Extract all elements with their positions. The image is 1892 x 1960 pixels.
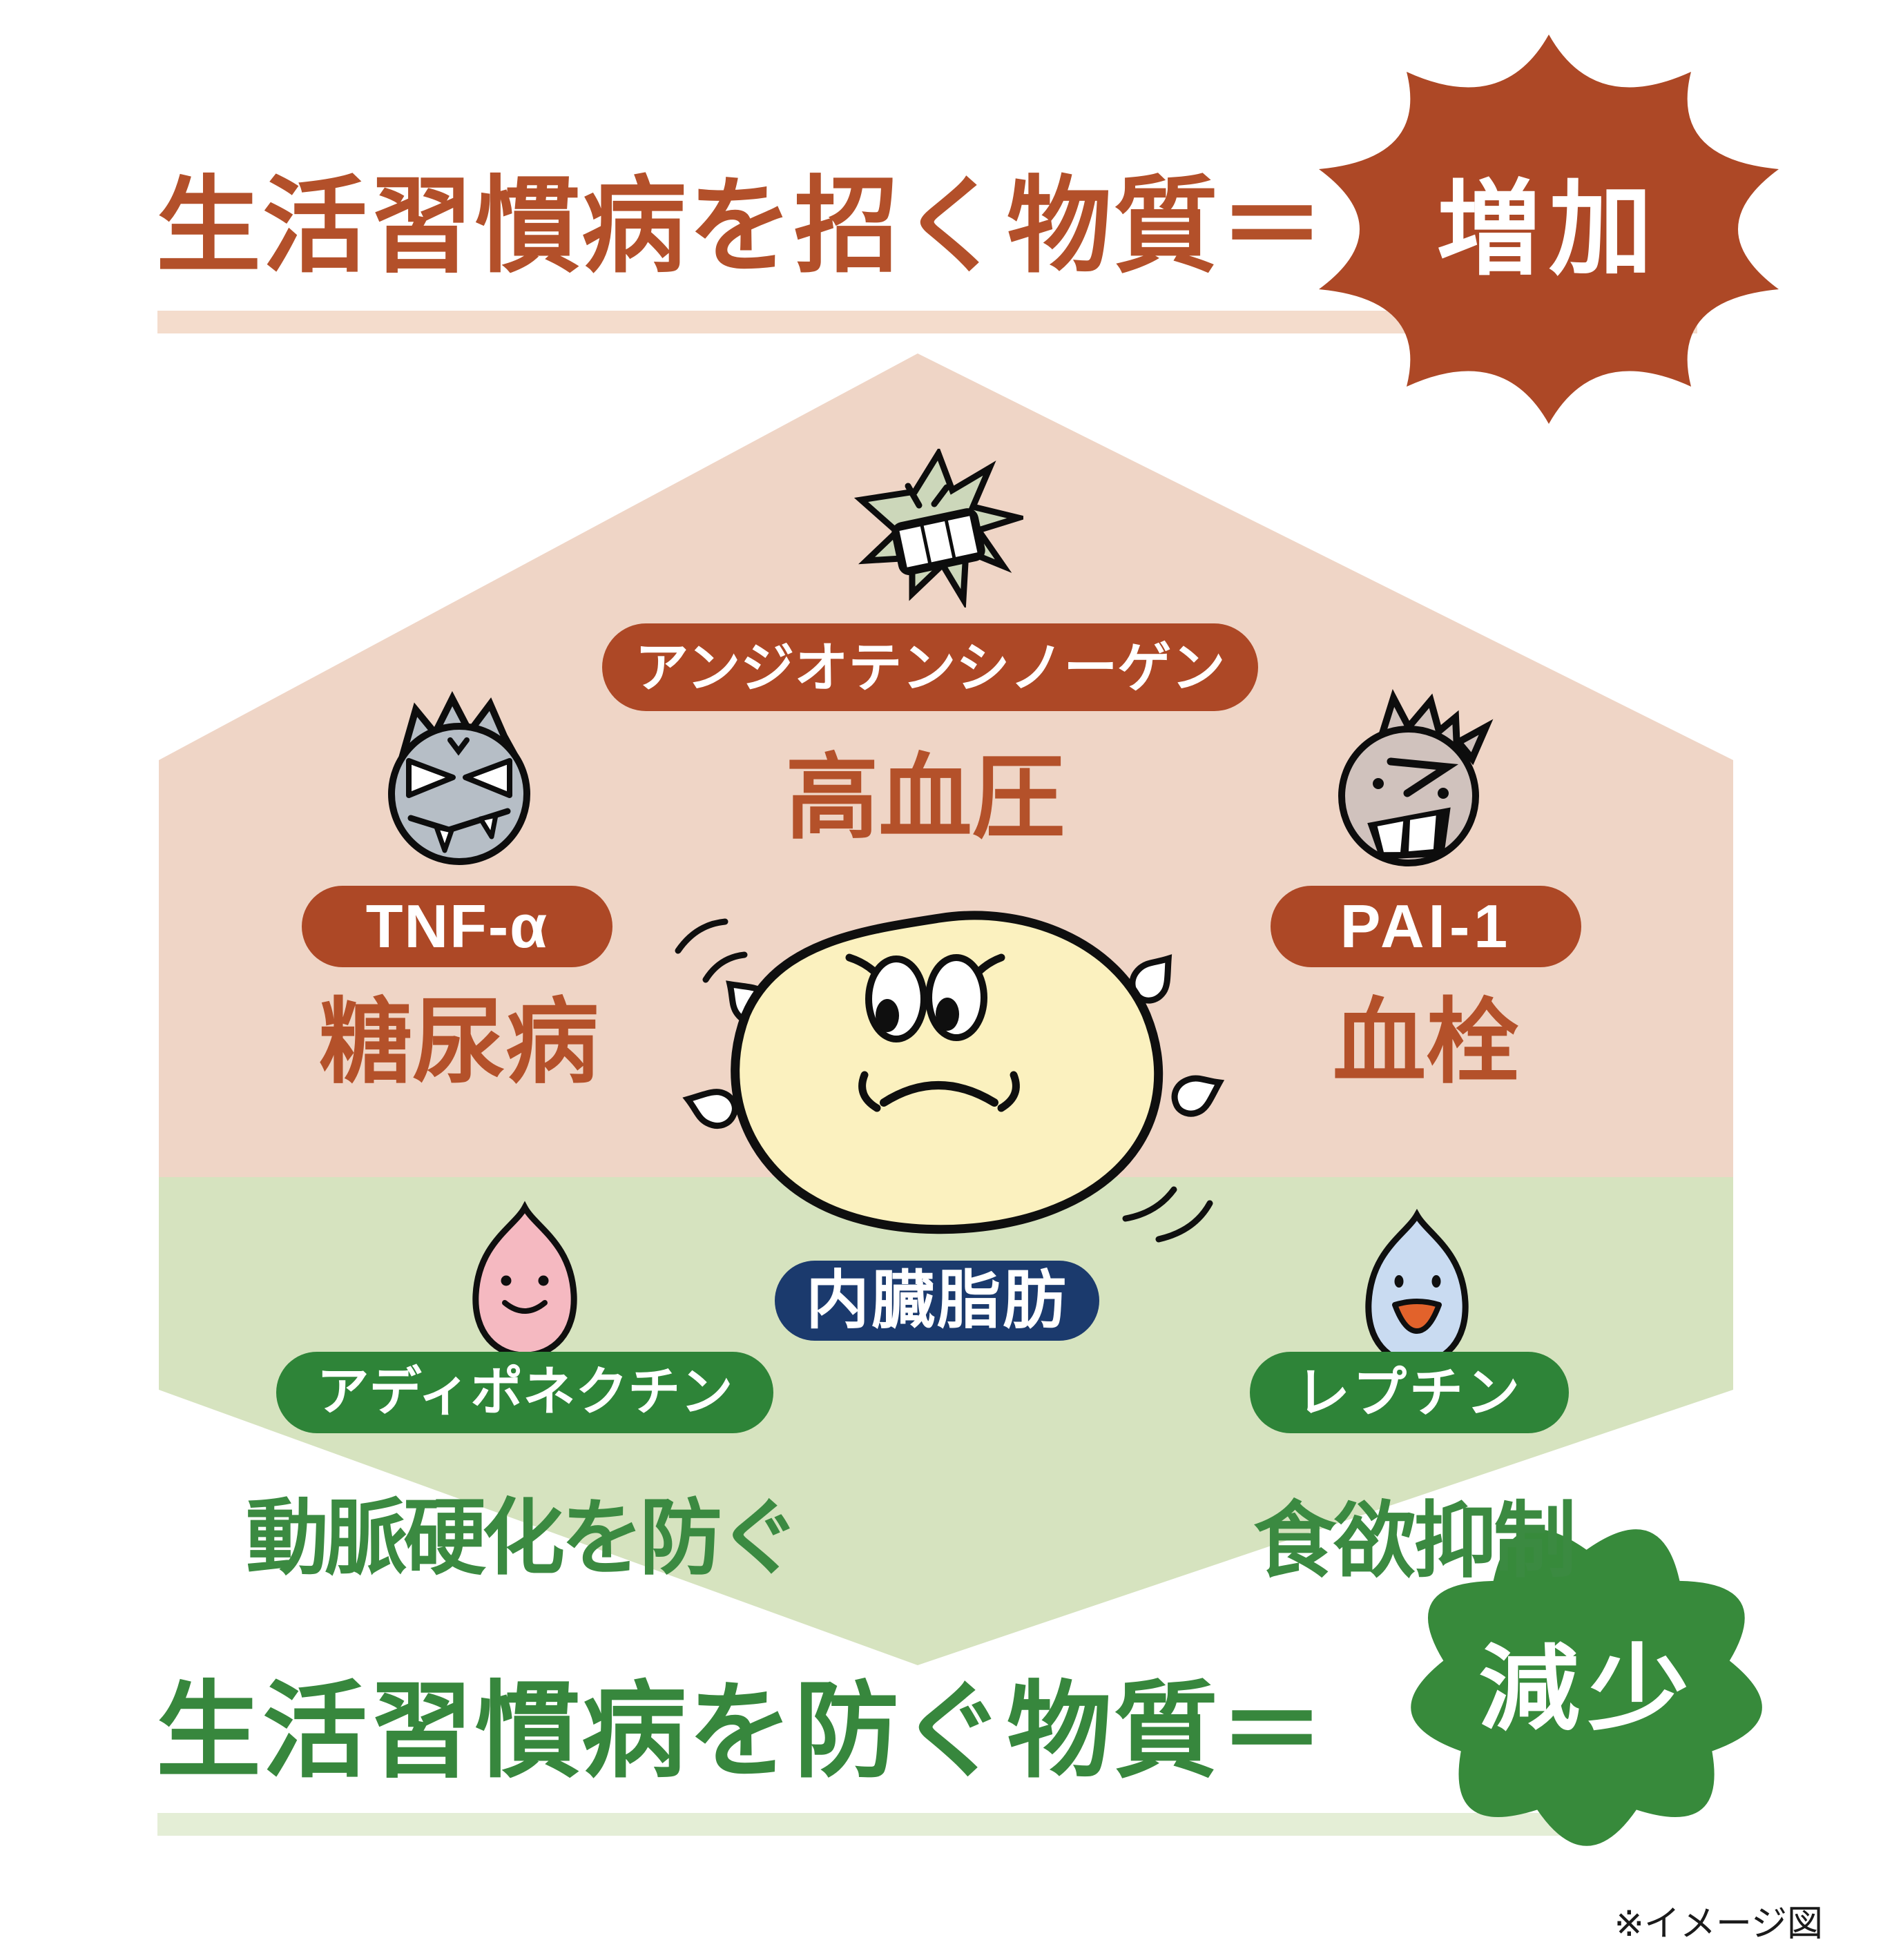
decrease-blob-badge: 減少	[1364, 1497, 1813, 1883]
burst-star-icon: 増加	[1319, 35, 1779, 424]
pill-pai-1: PAI-1	[1271, 886, 1581, 967]
pill-adiponectin: アディポネクチン	[276, 1352, 773, 1433]
angry-fat-cell-icon	[642, 894, 1250, 1260]
increase-label: 増加	[1437, 171, 1661, 287]
increase-burst-badge: 増加	[1302, 29, 1795, 429]
pill-tnf-alpha-label: TNF-α	[365, 892, 549, 960]
pill-leptin-label: レプチン	[1295, 1362, 1523, 1423]
disease-thrombus: 血栓	[1333, 990, 1519, 1094]
sweat-drop	[682, 1089, 738, 1129]
bottom-title: 生活習慣病を防ぐ物質＝	[156, 1673, 1326, 1790]
pink-droplet-icon	[452, 1198, 597, 1364]
image-disclaimer-note: ※イメージ図	[1614, 1904, 1823, 1944]
pill-angiotensinogen-label: アンジオテンシノーゲン	[635, 637, 1226, 698]
benefit-appetite-suppression: 食欲抑制	[1253, 1495, 1576, 1587]
benefit-prevents-arteriosclerosis: 動脈硬化を防ぐ	[246, 1492, 801, 1584]
blue-droplet-icon	[1346, 1207, 1488, 1371]
decrease-label: 減少	[1478, 1636, 1697, 1741]
horned-gray-monster-icon	[373, 690, 546, 869]
pill-tnf-alpha: TNF-α	[302, 886, 612, 967]
pill-visceral-fat: 内臓脂肪	[775, 1261, 1099, 1341]
pill-adiponectin-label: アディポネクチン	[316, 1363, 733, 1422]
pill-pai-1-label: PAI-1	[1340, 892, 1512, 960]
pill-leptin: レプチン	[1250, 1352, 1569, 1433]
spiky-virus-monster-icon	[854, 449, 1023, 608]
fanged-monster-icon	[1320, 687, 1501, 873]
top-title: 生活習慣病を招く物質＝	[156, 168, 1326, 285]
pill-angiotensinogen: アンジオテンシノーゲン	[602, 623, 1258, 711]
pill-visceral-fat-label: 内臓脂肪	[805, 1265, 1068, 1336]
bottom-underline-bar	[157, 1813, 1608, 1836]
blob-splat-icon: 減少	[1411, 1529, 1762, 1846]
disease-diabetes: 糖尿病	[319, 990, 599, 1094]
sweat-drop	[1171, 1075, 1225, 1117]
disease-hypertension: 高血圧	[785, 746, 1065, 850]
